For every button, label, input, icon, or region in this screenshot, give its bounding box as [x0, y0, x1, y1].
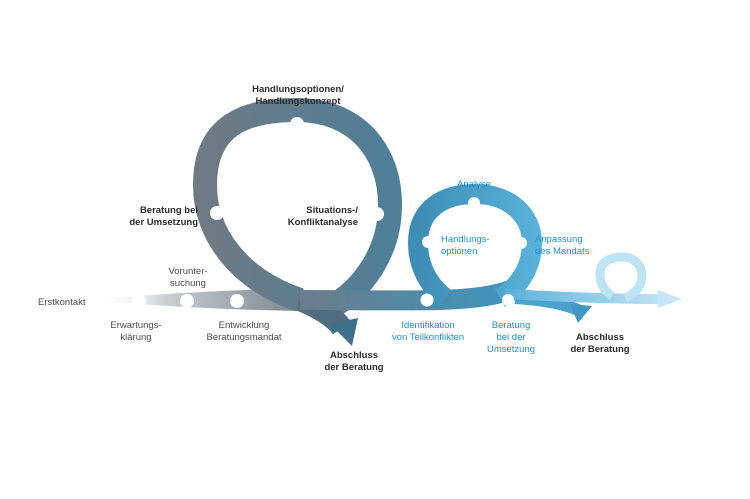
- loop-3: [595, 252, 647, 303]
- dot-erwartungsklaerung: [132, 294, 146, 308]
- label-abschluss-2: Abschluss der Beratung: [570, 332, 630, 355]
- label-erwartungsklaerung: Erwartungs- klärung: [110, 320, 162, 343]
- label-anpassung: Anpassung des Mandats: [535, 234, 590, 257]
- label-entwicklung: Entwicklung Beratungsmandat: [206, 320, 282, 343]
- label-abschluss-1: Abschluss der Beratung: [324, 350, 384, 373]
- end-band: [504, 289, 661, 304]
- dot-handlungsoptionen: [422, 236, 434, 248]
- exit-1-arrowhead: [330, 318, 358, 346]
- label-beratung-umsetzung-1: Beratung bei der Umsetzung: [129, 205, 198, 228]
- dot-anpassung: [515, 237, 527, 249]
- dot-handlungsoptionen-konzept: [290, 117, 304, 131]
- dot-situationsanalyse: [370, 207, 384, 221]
- end-arrowhead: [658, 290, 682, 308]
- label-erstkontakt: Erstkontakt: [38, 297, 86, 308]
- label-handlungsoptionen-konzept: Handlungsoptionen/ Handlungskonzept: [252, 84, 344, 107]
- dot-beratung-umsetzung-2: [502, 294, 514, 306]
- exit-2-arrowhead: [570, 304, 592, 323]
- dot-analyse: [468, 197, 480, 209]
- label-situationsanalyse: Situations-/ Konfliktanalyse: [287, 205, 358, 228]
- dot-voruntersuchung: [180, 294, 194, 308]
- label-analyse: Analyse: [457, 179, 491, 190]
- dot-entwicklung: [230, 294, 244, 308]
- label-beratung-umsetzung-2: Beratung bei der Umsetzung: [486, 320, 536, 355]
- middle-band: [299, 280, 514, 311]
- dot-beratung-umsetzung-1: [210, 206, 224, 220]
- label-identifikation: Identifikation von Teilkonflikten: [391, 320, 465, 343]
- loop-2: [407, 183, 543, 307]
- entry-band: [95, 288, 300, 311]
- loop-1: [192, 97, 403, 319]
- dot-identifikation: [420, 293, 434, 307]
- label-voruntersuchung: Vorunter- suchung: [168, 266, 208, 289]
- label-handlungsoptionen: Handlungs- optionen: [441, 234, 490, 257]
